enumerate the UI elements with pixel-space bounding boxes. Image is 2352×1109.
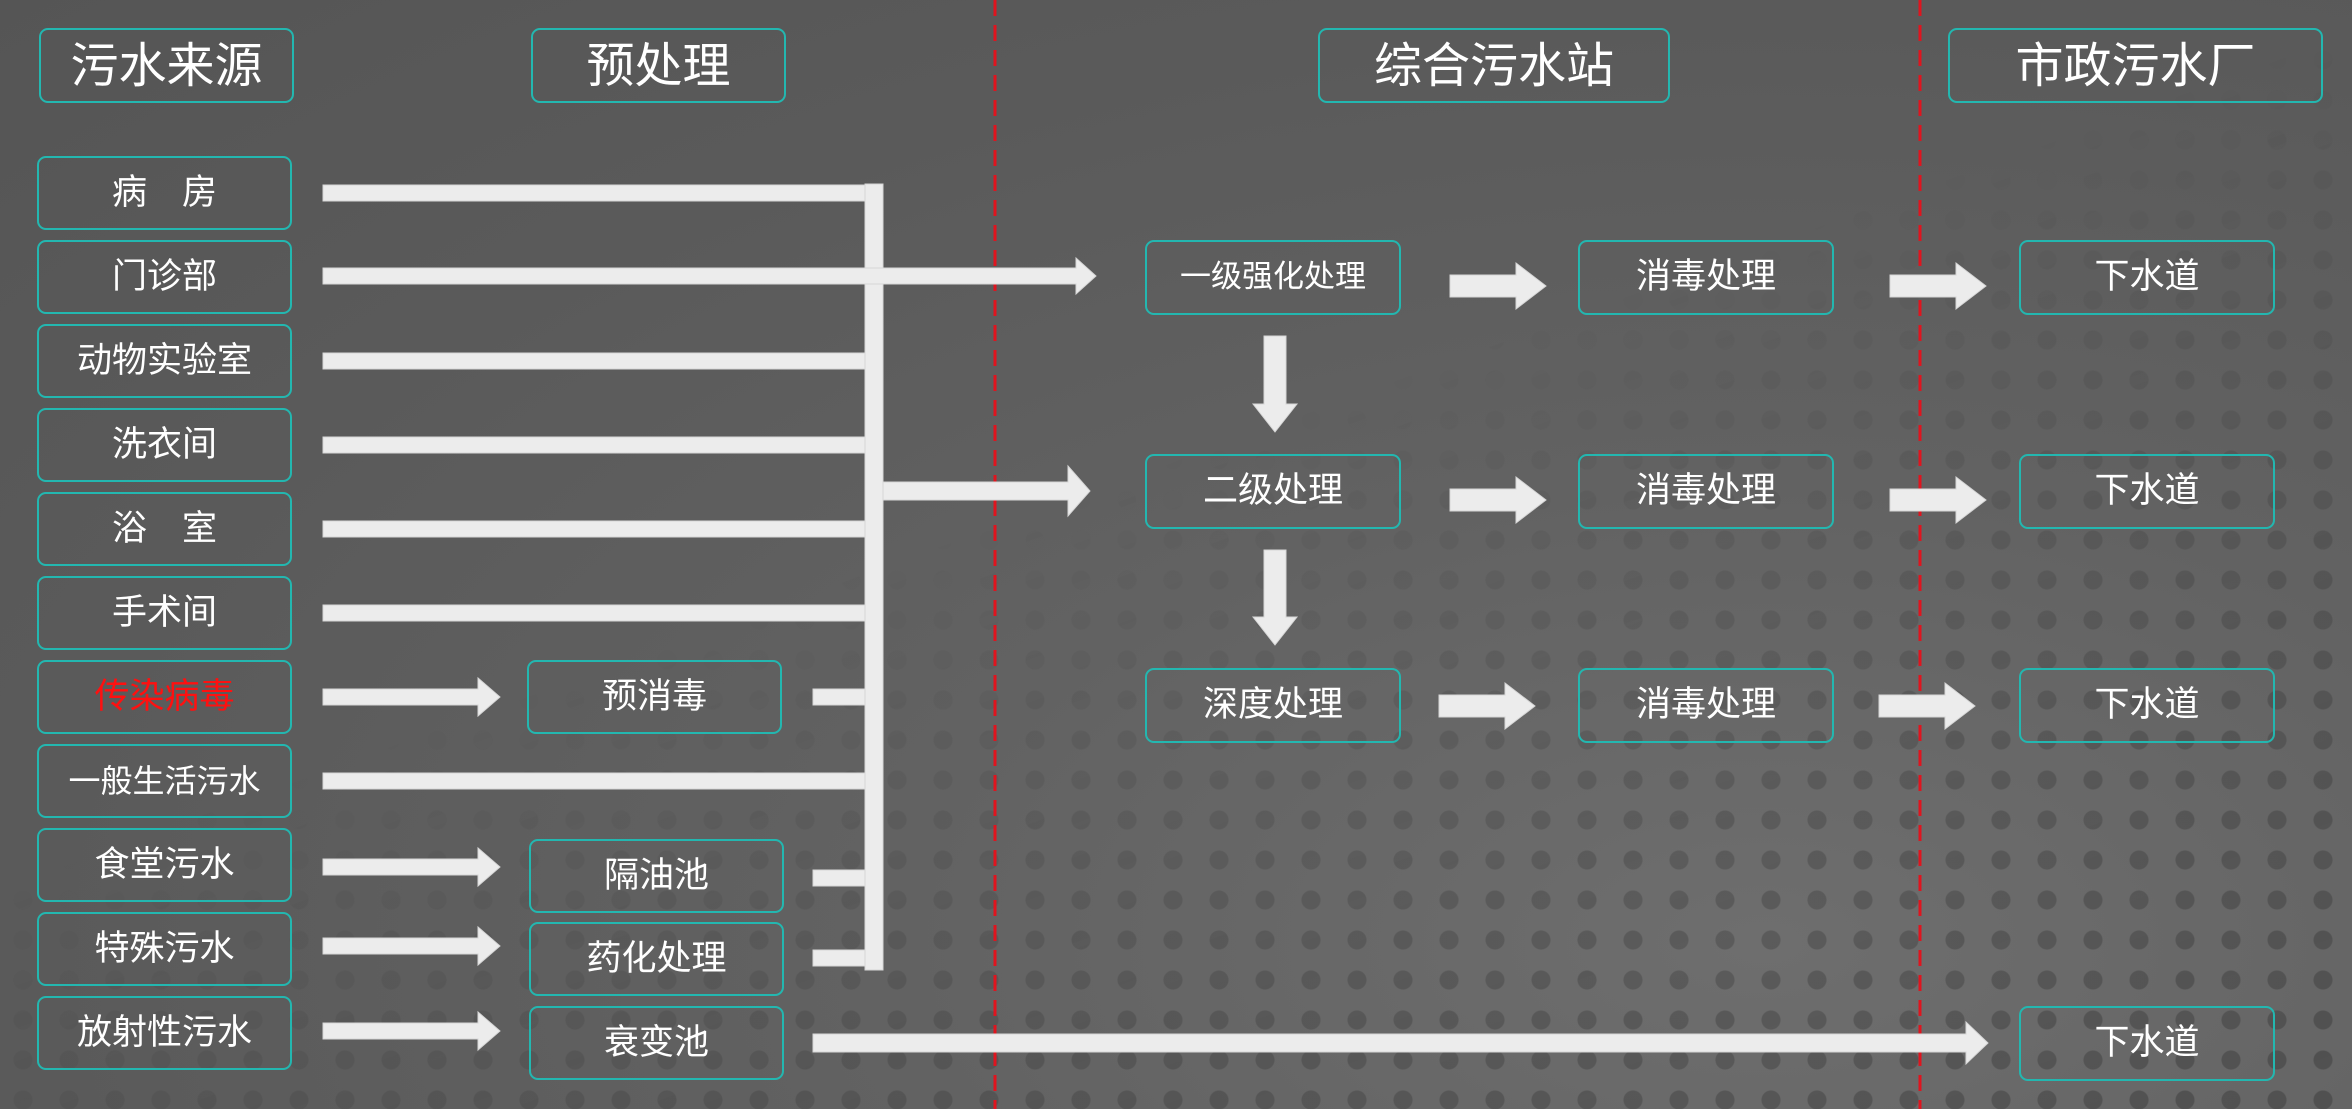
header-integrated-station: 综合污水站 — [1318, 28, 1670, 103]
source-infectious-virus: 传染病毒 — [37, 660, 292, 734]
arrow-radioactive-to-decay — [322, 1010, 501, 1052]
node-sewer-3: 下水道 — [2019, 668, 2275, 743]
line-bath — [322, 520, 866, 538]
node-disinfection-3: 消毒处理 — [1578, 668, 1834, 743]
collector-bar — [864, 183, 884, 971]
header-sewage-source: 污水来源 — [39, 28, 294, 103]
node-pre-disinfection: 预消毒 — [527, 660, 782, 734]
source-bathroom: 浴 室 — [37, 492, 292, 566]
source-canteen-sewage: 食堂污水 — [37, 828, 292, 902]
arrow-disinfect1-to-sewer — [1889, 261, 1987, 311]
source-outpatient: 门诊部 — [37, 240, 292, 314]
source-special-sewage: 特殊污水 — [37, 912, 292, 986]
header-pretreatment: 预处理 — [531, 28, 786, 103]
node-advanced: 深度处理 — [1145, 668, 1401, 743]
arrow-decay-to-sewer — [812, 1020, 1989, 1066]
arrow-advanced-to-disinfect — [1438, 681, 1536, 731]
line-lab — [322, 352, 866, 370]
arrow-outpatient-to-primary — [322, 256, 1097, 296]
source-radioactive-sewage: 放射性污水 — [37, 996, 292, 1070]
arrow-infectious-to-predisinfect — [322, 676, 501, 718]
arrow-special-to-chemical — [322, 925, 501, 967]
node-sewer-1: 下水道 — [2019, 240, 2275, 315]
header-municipal-plant: 市政污水厂 — [1948, 28, 2323, 103]
node-grease-trap: 隔油池 — [529, 839, 784, 913]
node-sewer-4: 下水道 — [2019, 1006, 2275, 1081]
node-decay-tank: 衰变池 — [529, 1006, 784, 1080]
source-laundry: 洗衣间 — [37, 408, 292, 482]
node-disinfection-1: 消毒处理 — [1578, 240, 1834, 315]
node-primary-enhanced: 一级强化处理 — [1145, 240, 1401, 315]
line-predisinfect-out — [812, 688, 866, 706]
node-sewer-2: 下水道 — [2019, 454, 2275, 529]
node-disinfection-2: 消毒处理 — [1578, 454, 1834, 529]
arrow-collector-to-secondary — [882, 464, 1091, 518]
arrow-disinfect3-to-sewer — [1878, 681, 1976, 731]
arrow-disinfect2-to-sewer — [1889, 475, 1987, 525]
line-greasetrap-out — [812, 869, 866, 887]
source-ward: 病 房 — [37, 156, 292, 230]
line-domestic — [322, 772, 866, 790]
source-operating-room: 手术间 — [37, 576, 292, 650]
arrow-secondary-to-advanced — [1251, 549, 1299, 646]
arrow-secondary-to-disinfect — [1449, 475, 1547, 525]
source-domestic-sewage: 一般生活污水 — [37, 744, 292, 818]
line-laundry — [322, 436, 866, 454]
line-ward — [322, 184, 866, 202]
line-surgery — [322, 604, 866, 622]
node-secondary: 二级处理 — [1145, 454, 1401, 529]
arrow-canteen-to-greasetrap — [322, 846, 501, 888]
line-chemical-out — [812, 949, 866, 967]
arrow-primary-to-disinfect — [1449, 261, 1547, 311]
node-chemical-treatment: 药化处理 — [529, 922, 784, 996]
source-animal-lab: 动物实验室 — [37, 324, 292, 398]
arrow-primary-to-secondary — [1251, 335, 1299, 433]
